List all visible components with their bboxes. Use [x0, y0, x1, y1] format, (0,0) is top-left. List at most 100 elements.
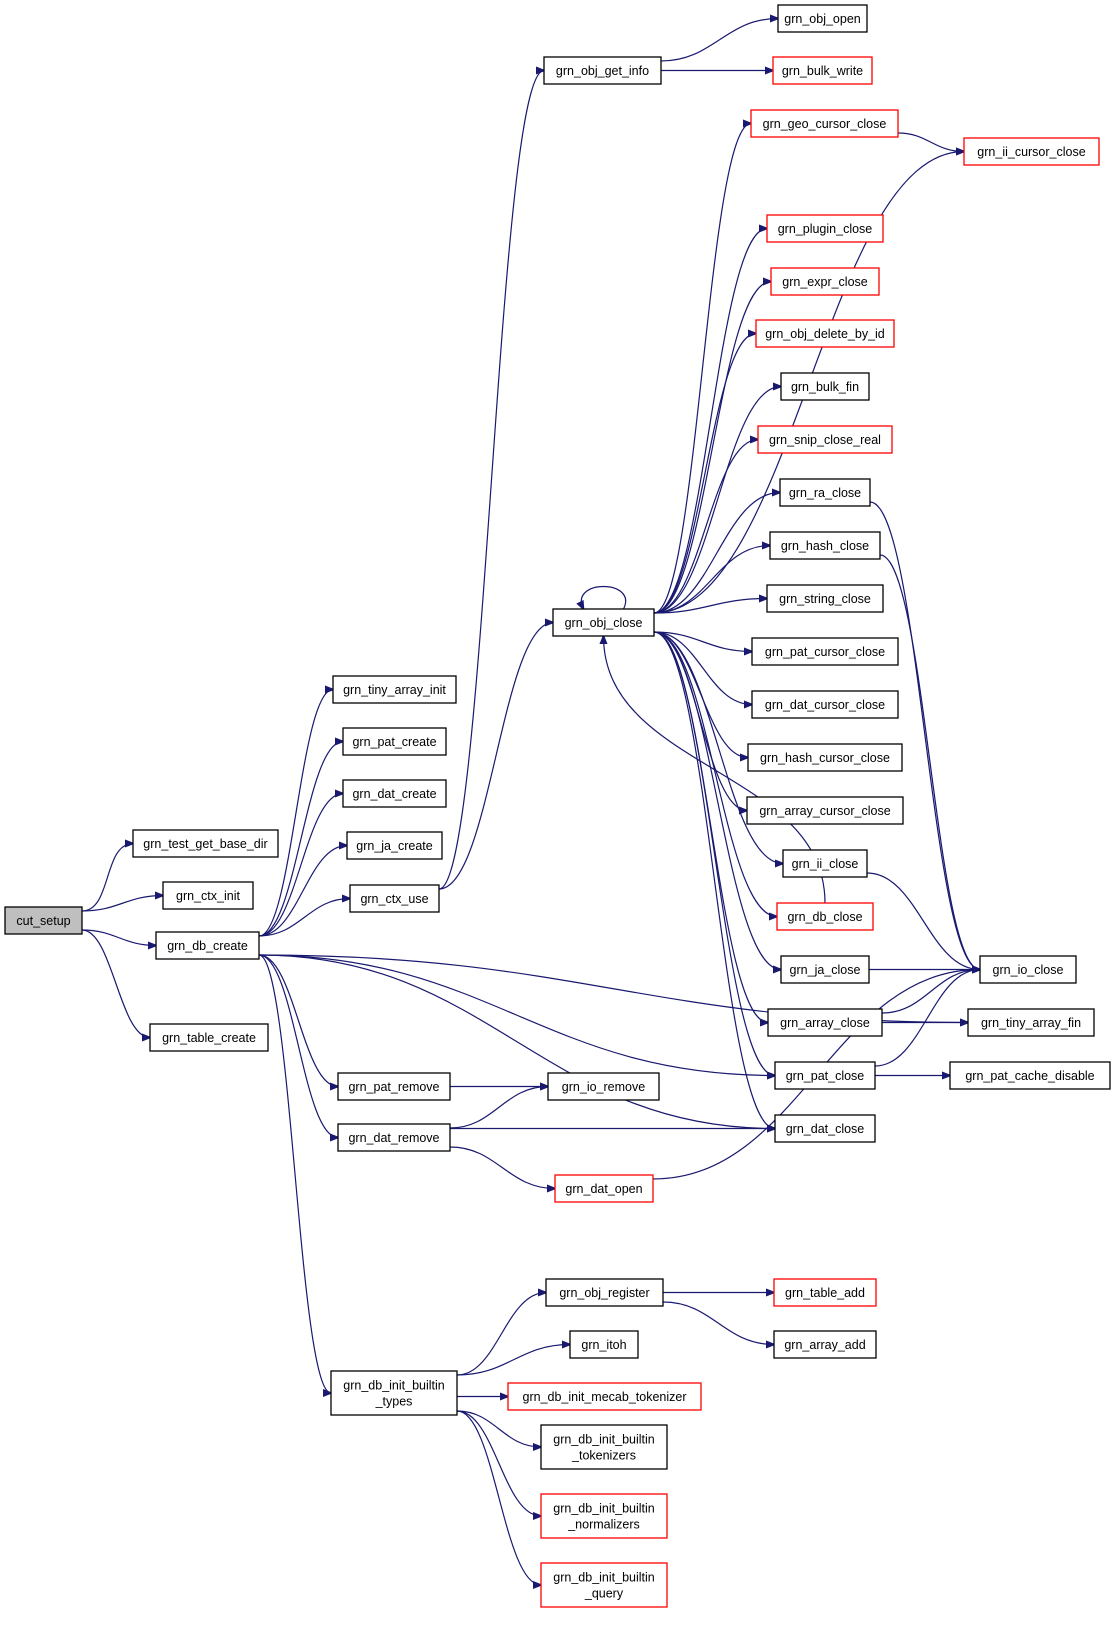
- node-box: [507, 1382, 702, 1411]
- node-grn-obj-get-info[interactable]: grn_obj_get_info: [543, 56, 662, 85]
- node-box: [540, 1562, 668, 1608]
- edge-line: [81, 844, 133, 912]
- node-grn-db-init-builtin-normalizers[interactable]: grn_db_init_builtin_normalizers: [540, 1493, 668, 1539]
- edge-line: [653, 493, 780, 614]
- node-grn-geo-cursor-close[interactable]: grn_geo_cursor_close: [750, 109, 899, 138]
- node-grn-dat-remove[interactable]: grn_dat_remove: [337, 1123, 451, 1152]
- edge-line: [258, 742, 343, 937]
- node-label: grn_dat_open: [565, 1182, 642, 1196]
- node-grn-tiny-array-init[interactable]: grn_tiny_array_init: [332, 675, 457, 704]
- node-grn-tiny-array-fin[interactable]: grn_tiny_array_fin: [967, 1008, 1095, 1037]
- node-grn-array-add[interactable]: grn_array_add: [773, 1330, 877, 1359]
- node-cut-setup[interactable]: cut_setup: [4, 906, 83, 935]
- node-label: grn_array_close: [780, 1016, 870, 1030]
- node-grn-pat-cache-disable[interactable]: grn_pat_cache_disable: [949, 1061, 1111, 1090]
- node-grn-test-get-base-dir[interactable]: grn_test_get_base_dir: [132, 829, 279, 858]
- node-grn-string-close[interactable]: grn_string_close: [766, 584, 884, 613]
- node-grn-io-close[interactable]: grn_io_close: [979, 955, 1077, 984]
- node-box: [569, 1330, 639, 1359]
- node-grn-ra-close[interactable]: grn_ra_close: [779, 478, 871, 507]
- edge-grn_ra_close-to-grn_io_close: [869, 501, 980, 970]
- edge-grn_obj_close-to-grn_ii_close: [653, 631, 783, 864]
- edge-line: [258, 954, 338, 1138]
- node-grn-ctx-use[interactable]: grn_ctx_use: [349, 884, 440, 913]
- node-label: grn_db_init_builtin: [553, 1571, 655, 1585]
- node-grn-array-cursor-close[interactable]: grn_array_cursor_close: [746, 796, 904, 825]
- node-box: [979, 955, 1077, 984]
- node-label: grn_string_close: [779, 592, 871, 606]
- edge-line: [653, 546, 770, 614]
- node-box: [747, 743, 903, 772]
- node-grn-table-create[interactable]: grn_table_create: [149, 1023, 269, 1052]
- edge-grn_db_init_builtin_types-to-grn_db_init_builtin_query: [456, 1410, 541, 1585]
- edge-grn_obj_close-to-grn_plugin_close: [653, 229, 767, 614]
- edge-grn_dat_remove-to-grn_io_remove: [449, 1087, 548, 1129]
- node-grn-ctx-init[interactable]: grn_ctx_init: [162, 881, 254, 910]
- edge-line: [653, 631, 752, 705]
- node-grn-dat-create[interactable]: grn_dat_create: [342, 779, 447, 808]
- node-label: grn_io_remove: [562, 1080, 645, 1094]
- node-grn-db-init-builtin-query[interactable]: grn_db_init_builtin_query: [540, 1562, 668, 1608]
- node-label: cut_setup: [16, 914, 70, 928]
- node-box: [757, 425, 893, 454]
- node-grn-array-close[interactable]: grn_array_close: [767, 1008, 883, 1037]
- node-grn-pat-cursor-close[interactable]: grn_pat_cursor_close: [751, 637, 899, 666]
- node-grn-hash-close[interactable]: grn_hash_close: [769, 531, 881, 560]
- edge-grn_obj_close-to-grn_string_close: [653, 599, 767, 614]
- node-grn-bulk-fin[interactable]: grn_bulk_fin: [780, 372, 870, 401]
- node-box: [780, 955, 870, 984]
- edge-line: [653, 282, 771, 614]
- node-grn-obj-register[interactable]: grn_obj_register: [545, 1278, 664, 1307]
- node-grn-snip-close-real[interactable]: grn_snip_close_real: [757, 425, 893, 454]
- node-grn-ii-close[interactable]: grn_ii_close: [782, 849, 868, 878]
- node-box: [766, 214, 884, 243]
- node-grn-ja-create[interactable]: grn_ja_create: [346, 831, 443, 860]
- node-grn-table-add[interactable]: grn_table_add: [773, 1278, 877, 1307]
- edge-grn_db_create-to-grn_dat_create: [258, 794, 343, 937]
- node-grn-obj-delete-by-id[interactable]: grn_obj_delete_by_id: [755, 319, 895, 348]
- node-label: grn_db_init_builtin: [553, 1502, 655, 1516]
- edge-line: [81, 929, 156, 946]
- node-grn-obj-close[interactable]: grn_obj_close: [552, 608, 655, 637]
- node-label: grn_pat_cache_disable: [965, 1069, 1094, 1083]
- node-label: grn_db_init_mecab_tokenizer: [523, 1390, 687, 1404]
- edge-cut_setup-to-grn_db_create: [81, 929, 156, 946]
- node-grn-pat-remove[interactable]: grn_pat_remove: [337, 1072, 451, 1101]
- edge-cut_setup-to-grn_ctx_init: [81, 896, 163, 912]
- node-grn-ii-cursor-close[interactable]: grn_ii_cursor_close: [963, 137, 1100, 166]
- edge-grn_db_create-to-grn_db_init_builtin_types: [258, 954, 331, 1393]
- edge-line: [581, 585, 627, 610]
- edge-cut_setup-to-grn_test_get_base_dir: [81, 844, 133, 912]
- edge-grn_obj_close-to-grn_expr_close: [653, 282, 771, 614]
- node-grn-bulk-write[interactable]: grn_bulk_write: [772, 56, 873, 85]
- node-label: grn_snip_close_real: [769, 433, 881, 447]
- node-grn-dat-open[interactable]: grn_dat_open: [554, 1174, 654, 1203]
- edge-line: [881, 970, 980, 1014]
- node-grn-db-init-builtin-tokenizers[interactable]: grn_db_init_builtin_tokenizers: [540, 1424, 668, 1470]
- node-grn-db-init-builtin-types[interactable]: grn_db_init_builtin_types: [330, 1370, 458, 1416]
- node-box: [545, 1278, 664, 1307]
- node-grn-pat-create[interactable]: grn_pat_create: [342, 727, 447, 756]
- edge-grn_array_close-to-grn_io_close: [881, 970, 980, 1014]
- edge-line: [879, 554, 980, 970]
- edge-line: [258, 899, 350, 937]
- node-grn-db-create[interactable]: grn_db_create: [155, 931, 260, 960]
- node-box: [766, 584, 884, 613]
- node-grn-dat-cursor-close[interactable]: grn_dat_cursor_close: [751, 690, 899, 719]
- node-grn-plugin-close[interactable]: grn_plugin_close: [766, 214, 884, 243]
- node-grn-db-init-mecab-tokenizer[interactable]: grn_db_init_mecab_tokenizer: [507, 1382, 702, 1411]
- node-box: [776, 902, 874, 931]
- node-label: grn_tiny_array_fin: [981, 1016, 1081, 1030]
- node-grn-io-remove[interactable]: grn_io_remove: [547, 1072, 660, 1101]
- node-grn-db-close[interactable]: grn_db_close: [776, 902, 874, 931]
- edge-grn_db_create-to-grn_pat_remove: [258, 954, 338, 1087]
- node-grn-pat-close[interactable]: grn_pat_close: [774, 1061, 876, 1090]
- edge-line: [81, 929, 150, 1038]
- node-grn-itoh[interactable]: grn_itoh: [569, 1330, 639, 1359]
- node-grn-dat-close[interactable]: grn_dat_close: [774, 1114, 876, 1143]
- node-grn-ja-close[interactable]: grn_ja_close: [780, 955, 870, 984]
- edge-line: [456, 1410, 541, 1585]
- node-grn-hash-cursor-close[interactable]: grn_hash_cursor_close: [747, 743, 903, 772]
- node-grn-expr-close[interactable]: grn_expr_close: [770, 267, 880, 296]
- node-grn-obj-open[interactable]: grn_obj_open: [777, 4, 868, 33]
